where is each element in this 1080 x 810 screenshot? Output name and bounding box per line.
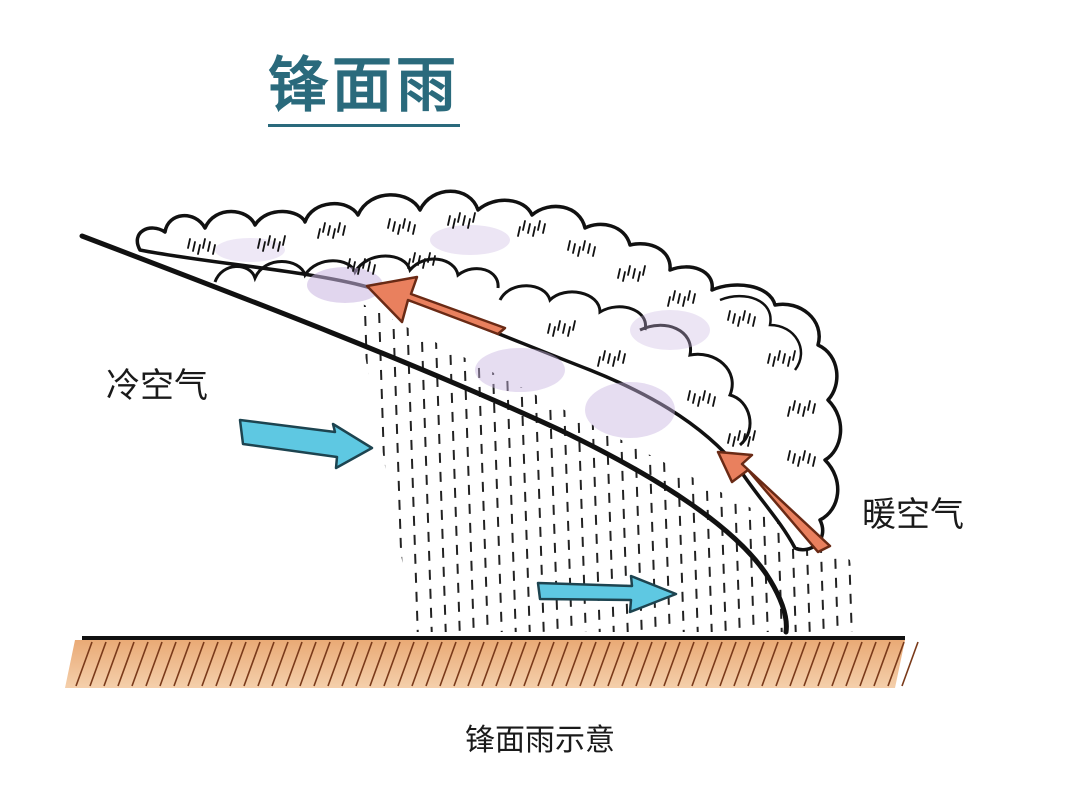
cold-air-label: 冷空气 [106, 366, 208, 406]
cloud-mass [135, 189, 843, 552]
warm-air-label: 暖空气 [862, 495, 964, 535]
cold-air-arrow-bottom [536, 574, 678, 614]
ground [65, 636, 919, 688]
frontal-surface-line [79, 233, 789, 635]
diagram-caption: 锋面雨示意 [465, 723, 615, 758]
warm-air-arrow-upper [365, 275, 507, 336]
warm-air-arrow-lower [716, 450, 832, 554]
page-title: 锋面雨 [268, 50, 460, 127]
cold-air-arrow-left [238, 418, 374, 470]
